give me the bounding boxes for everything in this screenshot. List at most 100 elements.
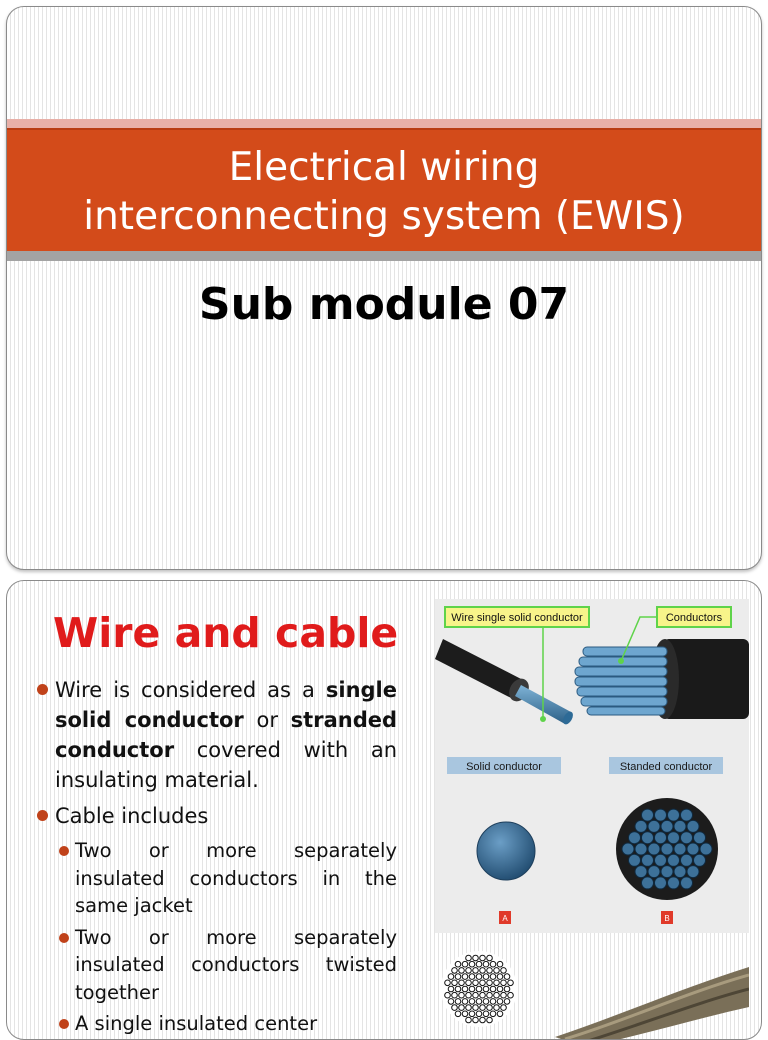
- strand-dot: [680, 831, 693, 845]
- rope-strand-dot: [486, 1016, 493, 1024]
- strand-dot: [628, 831, 641, 845]
- rope-strand-dot: [472, 991, 479, 999]
- rope-strand-dot: [454, 1010, 462, 1018]
- strand-dot: [641, 808, 654, 822]
- rope-strand-dot: [458, 979, 465, 987]
- title-band: Electrical wiring interconnecting system…: [7, 128, 761, 253]
- rope-strand-dot: [472, 967, 479, 974]
- strand-dot: [660, 865, 674, 879]
- rope-strand-dot: [486, 979, 493, 987]
- rope-strand-dot: [486, 954, 493, 962]
- rope-strand-dot: [479, 979, 486, 987]
- rope-strand-dot: [493, 1004, 500, 1011]
- bullet-bold-text: stranded conductor: [55, 708, 397, 762]
- rope-cross-section-icon: [441, 951, 517, 1027]
- strand-dot: [673, 865, 687, 879]
- rope-strand-dot: [507, 979, 514, 987]
- bullet-item: Cable includes: [35, 801, 397, 831]
- solid-conductor-callout: Wire single solid conductor: [444, 606, 590, 722]
- strand-dot: [699, 842, 713, 856]
- title-slide: Electrical wiring interconnecting system…: [6, 6, 762, 570]
- marker-b: B: [664, 914, 669, 923]
- strand-dot: [647, 865, 661, 879]
- rope-strand-dot: [475, 1010, 483, 1018]
- strand-dot: [641, 876, 654, 890]
- rope-strand-dot: [454, 985, 462, 993]
- rope-strand-dot: [482, 1010, 490, 1018]
- rope-strand-dot: [472, 1004, 479, 1011]
- strand-dot: [667, 853, 680, 867]
- strand-dot: [634, 842, 648, 856]
- rope-strand-dot: [447, 985, 455, 993]
- slide-heading: Wire and cable: [53, 609, 399, 657]
- strand-dot: [686, 819, 700, 833]
- rope-image: [435, 947, 750, 1039]
- slide-subtitle: Sub module 07: [198, 279, 570, 330]
- rope-strand-dot: [472, 1016, 479, 1024]
- rope-strand-dot: [496, 960, 504, 968]
- rope-strand-dot: [503, 985, 511, 993]
- strand-dot: [641, 831, 654, 845]
- sub-bullet-item: Two or more separately insulated conduct…: [35, 924, 397, 1007]
- strand-dot: [634, 865, 648, 879]
- rope-strand-dot: [458, 967, 465, 974]
- rope-strand-dot: [475, 960, 483, 968]
- content-slide: Wire and cable Wire is considered as a s…: [6, 580, 762, 1040]
- rope-strand-dot: [475, 985, 483, 993]
- rope-strand-dot: [500, 979, 507, 987]
- rope-strand-dot: [482, 960, 490, 968]
- stranded-wire-icon: [574, 639, 749, 719]
- strand-dot: [660, 819, 674, 833]
- rope-strand-dot: [465, 1016, 472, 1024]
- bullet-text: Cable includes: [55, 804, 209, 828]
- rope-strand-dot: [465, 991, 472, 999]
- rope-strand-dot: [454, 973, 462, 980]
- bullet-list: Wire is considered as a single solid con…: [35, 675, 397, 1039]
- rope-strand-dot: [482, 998, 490, 1005]
- solid-wire-icon: [435, 639, 573, 725]
- slide-title-line2: interconnecting system (EWIS): [83, 193, 685, 239]
- rope-strand-dot: [489, 973, 497, 980]
- strand-dot: [673, 842, 687, 856]
- rope-strand-dot: [451, 967, 458, 974]
- bullet-text: covered with an insulating material.: [55, 738, 397, 792]
- rope-strand-dot: [465, 1004, 472, 1011]
- rope-strand-dot: [503, 973, 511, 980]
- rope-strand-dot: [496, 985, 504, 993]
- rope-strand-dot: [479, 954, 486, 962]
- rope-strand-dot: [465, 979, 472, 987]
- rope-strand-dot: [454, 998, 462, 1005]
- rope-strand-dot: [454, 960, 462, 968]
- strand-dot: [667, 808, 680, 822]
- rope-strand-dot: [503, 998, 511, 1005]
- strand-dot: [680, 876, 693, 890]
- rope-strand-dot: [458, 991, 465, 999]
- rope-strand-dot: [500, 967, 507, 974]
- strand-dot: [621, 842, 635, 856]
- conductor-diagram: Wire single solid conductor Conductors S…: [435, 599, 749, 933]
- sub-bullet-text: Two or more separately insulated conduct…: [75, 839, 397, 917]
- solid-cross-section-icon: [476, 821, 536, 881]
- strand-dot: [686, 865, 700, 879]
- rope-strand-dot: [461, 1010, 469, 1018]
- rope-strand-dot: [461, 998, 469, 1005]
- sub-bullet-item: Two or more separately insulated conduct…: [35, 837, 397, 920]
- rope-strand-dot: [479, 1016, 486, 1024]
- rope-strand-dot: [447, 973, 455, 980]
- rope-strand-dot: [458, 1004, 465, 1011]
- rope-strand-dot: [472, 954, 479, 962]
- divider-stripe: [7, 251, 761, 261]
- stranded-cross-section-icon: [616, 798, 718, 900]
- rope-strand-dot: [451, 1004, 458, 1011]
- strand-dot: [654, 831, 667, 845]
- rope-strand-dot: [447, 998, 455, 1005]
- strand-dot: [654, 876, 667, 890]
- strand-dot: [673, 819, 687, 833]
- strand-dot: [667, 876, 680, 890]
- rope-strand-dot: [468, 985, 476, 993]
- strand-dot: [647, 819, 661, 833]
- rope-strand-dot: [486, 991, 493, 999]
- marker-a: A: [502, 914, 508, 923]
- rope-strand-dot: [475, 973, 483, 980]
- rope-strand-dot: [468, 960, 476, 968]
